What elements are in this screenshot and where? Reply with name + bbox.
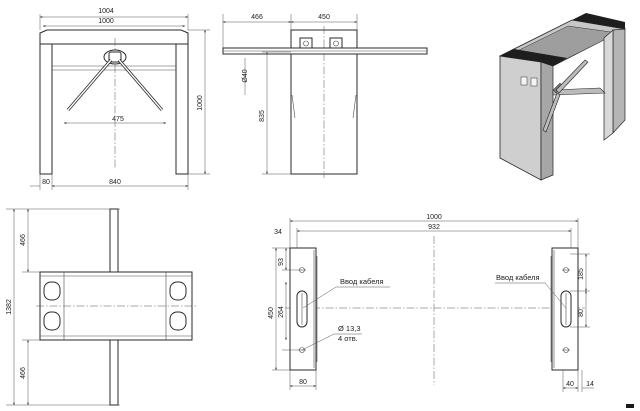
base-dim-offset: 34 [274,229,282,236]
front-dim-overall: 1004 [98,8,114,15]
hole-count-label: 4 отв. [338,334,358,343]
front-dim-base: 840 [109,179,121,186]
hole-diameter-label: Ø 13,3 [338,324,361,333]
base-dim-185: 185 [578,268,585,280]
side-dim-body: 450 [318,14,330,21]
side-view: 466 450 Ø40 835 [222,14,428,178]
front-dim-arm-span: 475 [112,116,124,123]
top-dim-arm-top: 466 [20,234,27,246]
side-dim-arm-left: 466 [251,14,263,21]
base-dim-93: 93 [278,258,285,266]
base-dim-40: 40 [566,381,574,388]
base-dim-264: 264 [278,306,285,318]
corner-marker [626,404,634,408]
side-dim-diameter: Ø40 [242,69,249,82]
cable-entry-left-label: Ввод кабеля [340,277,384,286]
isometric-view [498,13,627,181]
base-plan: 1000 932 34 450 [268,214,634,408]
base-dim-80-bottom: 80 [299,379,307,386]
front-dim-leg: 80 [42,179,50,186]
base-dim-inner: 932 [428,224,440,231]
front-dim-height: 1000 [197,95,204,111]
cable-entry-right-label: Ввод кабеля [496,273,540,282]
front-dim-top: 1000 [98,18,114,25]
base-dim-total: 1000 [426,214,442,221]
base-dim-14: 14 [586,381,594,388]
top-view: 1382 466 466 [6,208,196,406]
top-dim-arm-bottom: 466 [20,367,27,379]
front-view: 1004 1000 475 1000 80 [30,8,210,190]
base-dim-80-right: 80 [578,309,585,317]
side-dim-arm-height: 835 [259,110,266,122]
top-dim-total: 1382 [6,299,13,315]
base-dim-450: 450 [268,307,275,319]
